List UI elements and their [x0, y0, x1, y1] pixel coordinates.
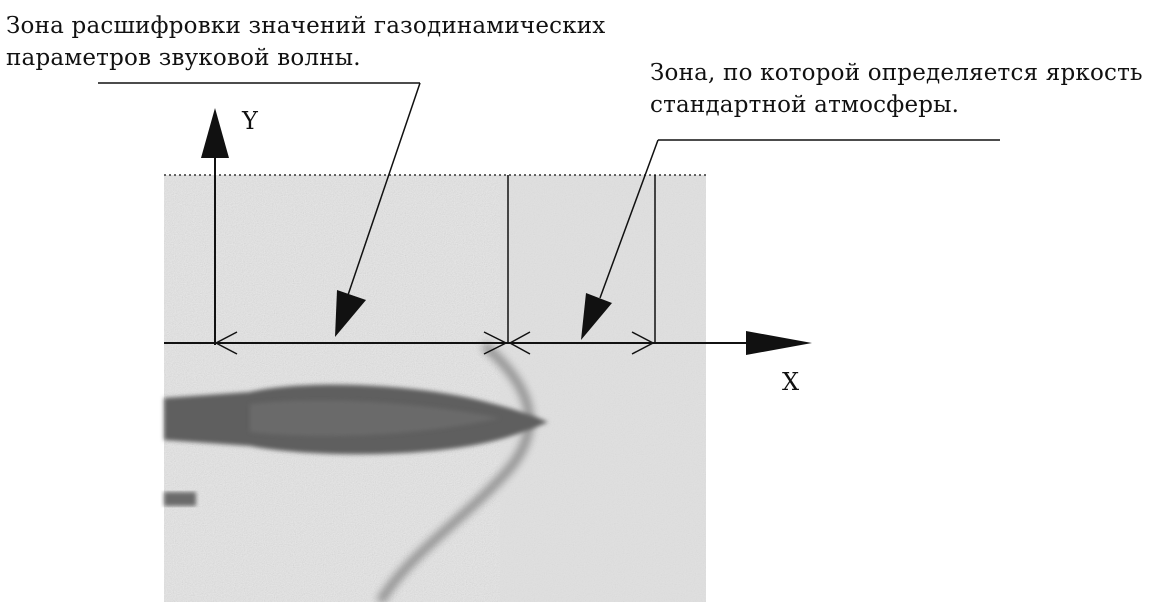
left-zone-annotation-line2: параметров звуковой волны. — [6, 42, 605, 74]
right-zone-annotation-line1: Зона, по которой определяется яркость — [650, 57, 1143, 89]
x-axis-arrowhead — [746, 331, 812, 355]
x-axis-label: X — [782, 368, 799, 396]
right-zone-annotation: Зона, по которой определяется яркость ст… — [650, 57, 1143, 121]
left-zone-annotation: Зона расшифровки значений газодинамическ… — [6, 10, 605, 74]
photo-mark — [164, 492, 196, 506]
left-zone-annotation-line1: Зона расшифровки значений газодинамическ… — [6, 10, 605, 42]
y-axis-label: Y — [242, 107, 258, 135]
right-zone-annotation-line2: стандартной атмосферы. — [650, 89, 1143, 121]
photo-shade — [500, 175, 706, 602]
y-axis-arrowhead — [201, 108, 229, 158]
shadowgraph-photo — [164, 175, 706, 602]
